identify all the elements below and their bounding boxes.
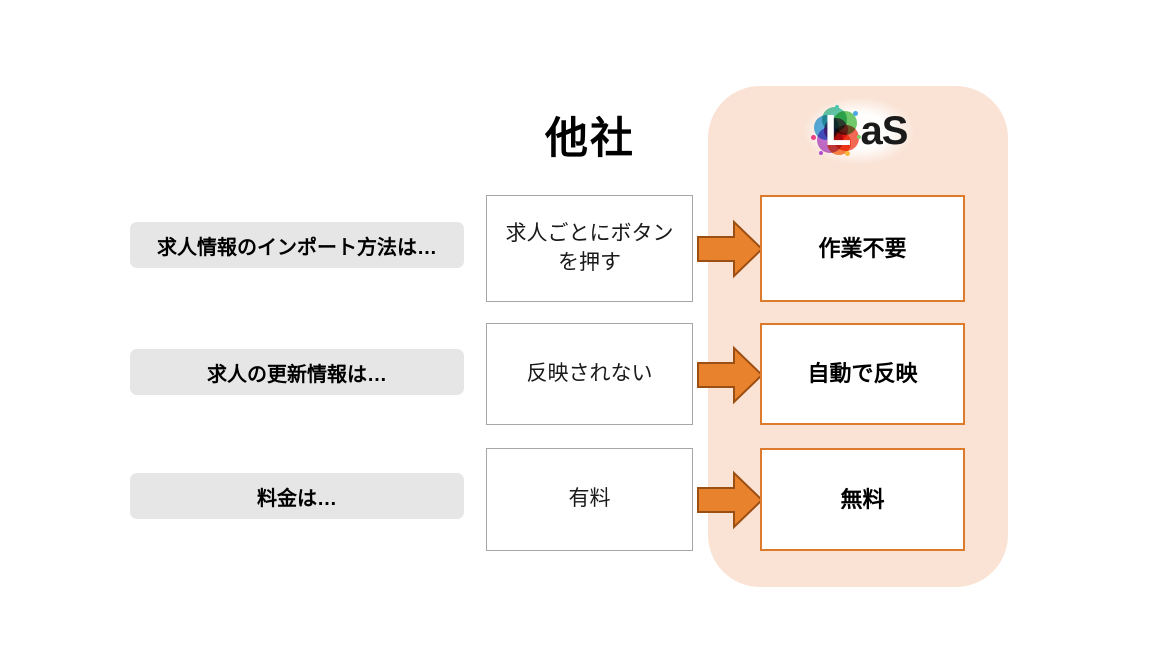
las-box-2: 自動で反映	[760, 323, 965, 425]
other-box-3: 有料	[486, 448, 693, 551]
other-text-2: 反映されない	[526, 361, 653, 385]
question-pill-2: 求人の更新情報は…	[130, 349, 464, 395]
logo-wordmark: aS	[860, 109, 909, 153]
question-label-3: 料金は…	[257, 487, 337, 510]
logo-letter-l: L	[824, 106, 852, 155]
column-heading-other: 他社	[545, 115, 635, 163]
question-pill-1: 求人情報のインポート方法は…	[130, 222, 464, 268]
arrow-right-icon-3	[696, 470, 764, 530]
other-box-1: 求人ごとにボタンを押す	[486, 195, 693, 302]
las-logo: L aS	[800, 96, 918, 166]
las-text-2: 自動で反映	[807, 361, 918, 387]
las-text-3: 無料	[840, 486, 885, 512]
arrow-right-icon-1	[696, 219, 764, 279]
las-box-1: 作業不要	[760, 195, 965, 302]
other-text-3: 有料	[568, 487, 611, 511]
other-box-2: 反映されない	[486, 323, 693, 425]
other-text-1: 求人ごとにボタンを押す	[505, 222, 674, 274]
question-pill-3: 料金は…	[130, 473, 464, 519]
colorful-blob-icon: L	[810, 105, 863, 157]
las-text-1: 作業不要	[818, 235, 907, 261]
las-box-3: 無料	[760, 448, 965, 551]
question-label-1: 求人情報のインポート方法は…	[157, 236, 437, 259]
arrow-right-icon-2	[696, 345, 764, 405]
question-label-2: 求人の更新情報は…	[207, 363, 387, 386]
logo-inner: L aS	[810, 103, 909, 159]
